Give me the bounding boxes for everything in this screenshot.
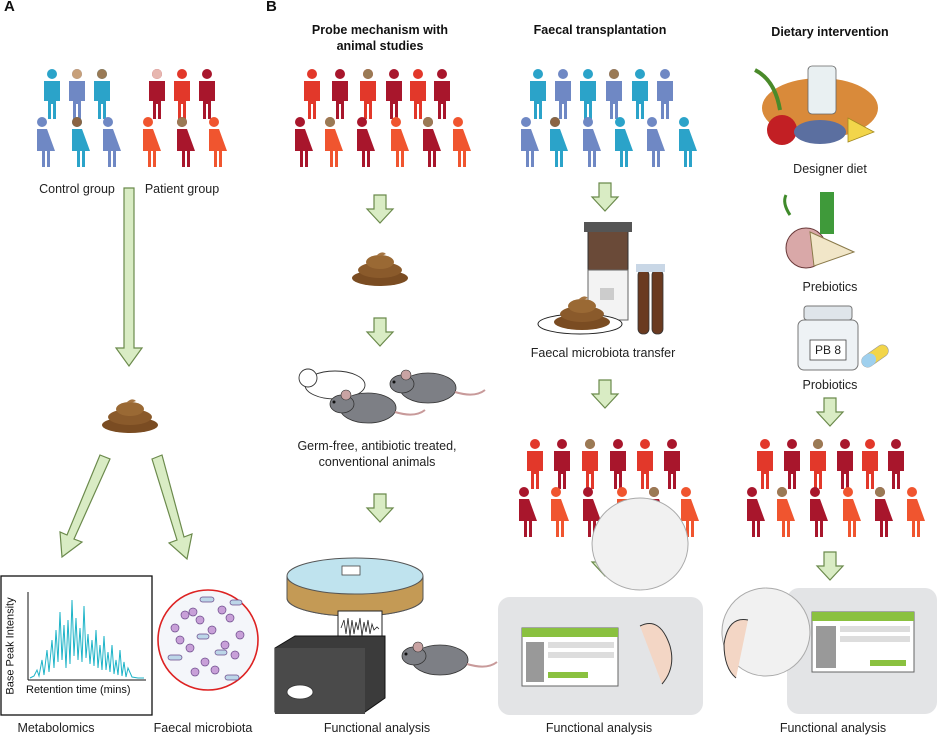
stool-icon-col1 bbox=[352, 252, 408, 286]
donor-crowd bbox=[521, 69, 697, 167]
functional-analysis-col3 bbox=[721, 587, 937, 714]
designer-diet-label: Designer diet bbox=[793, 162, 867, 176]
arrow-col3-2 bbox=[816, 551, 844, 581]
chart-ylabel: Base Peak Intensity bbox=[4, 597, 17, 695]
arrow-col1-2 bbox=[366, 317, 394, 347]
col3-title: Dietary intervention bbox=[771, 25, 889, 39]
food-icon bbox=[754, 65, 878, 145]
panel-b-letter: B bbox=[266, 0, 277, 15]
col2-functional-label: Functional analysis bbox=[545, 721, 653, 735]
arrow-col1-3 bbox=[366, 493, 394, 523]
col1-title-line2: animal studies bbox=[336, 39, 424, 53]
prebiotics-icon bbox=[783, 192, 856, 269]
functional-analysis-col2 bbox=[498, 497, 703, 715]
panel-b-col1 bbox=[274, 69, 498, 714]
arrow-to-metabolomics bbox=[59, 454, 111, 559]
patient-crowd-col1 bbox=[295, 69, 471, 167]
microbiota-bacteria bbox=[167, 596, 245, 681]
blender-icon bbox=[584, 222, 632, 321]
patient-group-label: Patient group bbox=[144, 182, 220, 196]
chart-xlabel: Retention time (mins) bbox=[26, 684, 131, 696]
arrow-col3-1 bbox=[816, 397, 844, 427]
recipient-crowd-col3 bbox=[747, 439, 925, 537]
animals-label: Germ-free, antibiotic treated, conventio… bbox=[272, 438, 482, 470]
tubes-icon bbox=[636, 264, 665, 335]
bottle-label: PB 8 bbox=[814, 343, 841, 357]
animals-line1: Germ-free, antibiotic treated, bbox=[297, 439, 457, 453]
mouse-right-col1 bbox=[401, 641, 498, 676]
arrow-to-microbiota bbox=[151, 454, 193, 561]
dark-box bbox=[274, 635, 386, 714]
panel-b-col3 bbox=[721, 65, 937, 714]
col1-functional-label: Functional analysis bbox=[323, 721, 431, 735]
mice-group bbox=[298, 368, 486, 424]
patient-group-icons bbox=[143, 69, 227, 167]
metabolomics-label: Metabolomics bbox=[17, 721, 95, 735]
control-group-label: Control group bbox=[39, 182, 115, 196]
recipient-crowd-col2 bbox=[519, 439, 699, 537]
stool-icon bbox=[102, 399, 158, 433]
arrow-col2-2 bbox=[591, 379, 619, 409]
arrow-col1-1 bbox=[366, 194, 394, 224]
panel-a bbox=[0, 69, 259, 716]
probiotics-label: Probiotics bbox=[802, 378, 858, 392]
col1-title-line1: Probe mechanism with bbox=[311, 23, 449, 37]
metabolomics-spectrum bbox=[29, 599, 144, 679]
microbiota-circle bbox=[157, 589, 259, 691]
arrow-a-down bbox=[114, 187, 144, 368]
animals-line2: conventional animals bbox=[318, 455, 436, 469]
transfer-label: Faecal microbiota transfer bbox=[530, 346, 676, 360]
panel-a-letter: A bbox=[4, 0, 15, 15]
panel-b-col2 bbox=[498, 69, 703, 715]
control-group-icons bbox=[37, 69, 121, 167]
metabolomics-chart-frame bbox=[0, 575, 153, 716]
probiotics-bottle-icon bbox=[797, 305, 889, 371]
col1-title: Probe mechanism with animal studies bbox=[290, 22, 470, 54]
faecal-microbiota-label: Faecal microbiota bbox=[153, 721, 253, 735]
prebiotics-label: Prebiotics bbox=[802, 280, 858, 294]
arrow-col2-1 bbox=[591, 182, 619, 212]
col2-title: Faecal transplantation bbox=[533, 23, 667, 37]
col3-functional-label: Functional analysis bbox=[779, 721, 887, 735]
water-maze bbox=[286, 557, 424, 617]
